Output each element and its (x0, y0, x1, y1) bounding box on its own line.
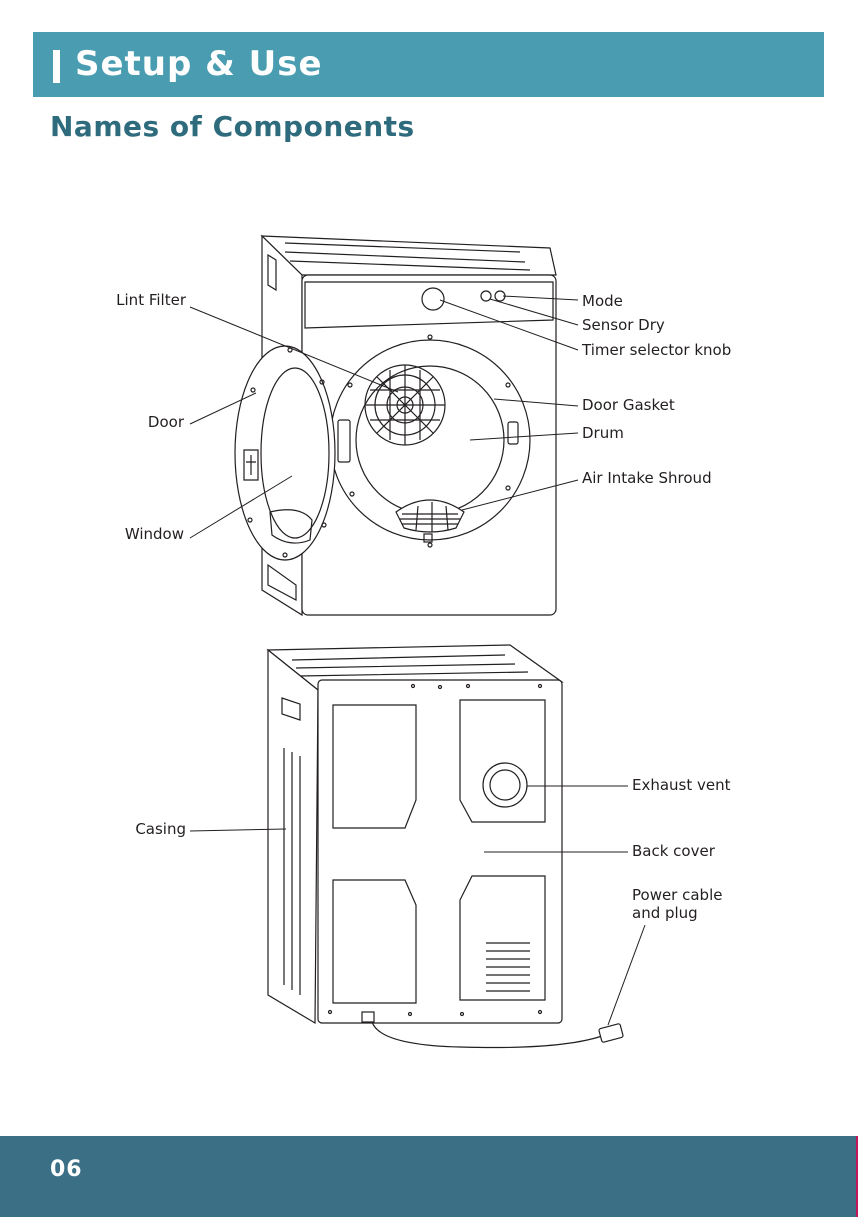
label-air-intake-shroud: Air Intake Shroud (582, 469, 712, 487)
front-dryer-illustration (235, 236, 556, 615)
page-number: 06 (50, 1157, 83, 1182)
label-sensor-dry: Sensor Dry (582, 316, 665, 334)
label-exhaust-vent: Exhaust vent (632, 776, 731, 794)
label-door-gasket: Door Gasket (582, 396, 675, 414)
label-power-cable-line1: Power cable (632, 886, 722, 904)
back-dryer-illustration (268, 645, 623, 1048)
label-window: Window (125, 525, 184, 543)
label-door: Door (148, 413, 184, 431)
label-mode: Mode (582, 292, 623, 310)
label-power-cable: Power cable and plug (632, 886, 722, 922)
lint-filter-grid (365, 365, 445, 445)
label-drum: Drum (582, 424, 624, 442)
footer-bar (0, 1136, 858, 1217)
label-lint-filter: Lint Filter (116, 291, 186, 309)
label-power-cable-line2: and plug (632, 904, 722, 922)
label-timer-selector-knob: Timer selector knob (582, 341, 731, 359)
open-door (235, 346, 335, 560)
label-back-cover: Back cover (632, 842, 715, 860)
label-casing: Casing (135, 820, 186, 838)
